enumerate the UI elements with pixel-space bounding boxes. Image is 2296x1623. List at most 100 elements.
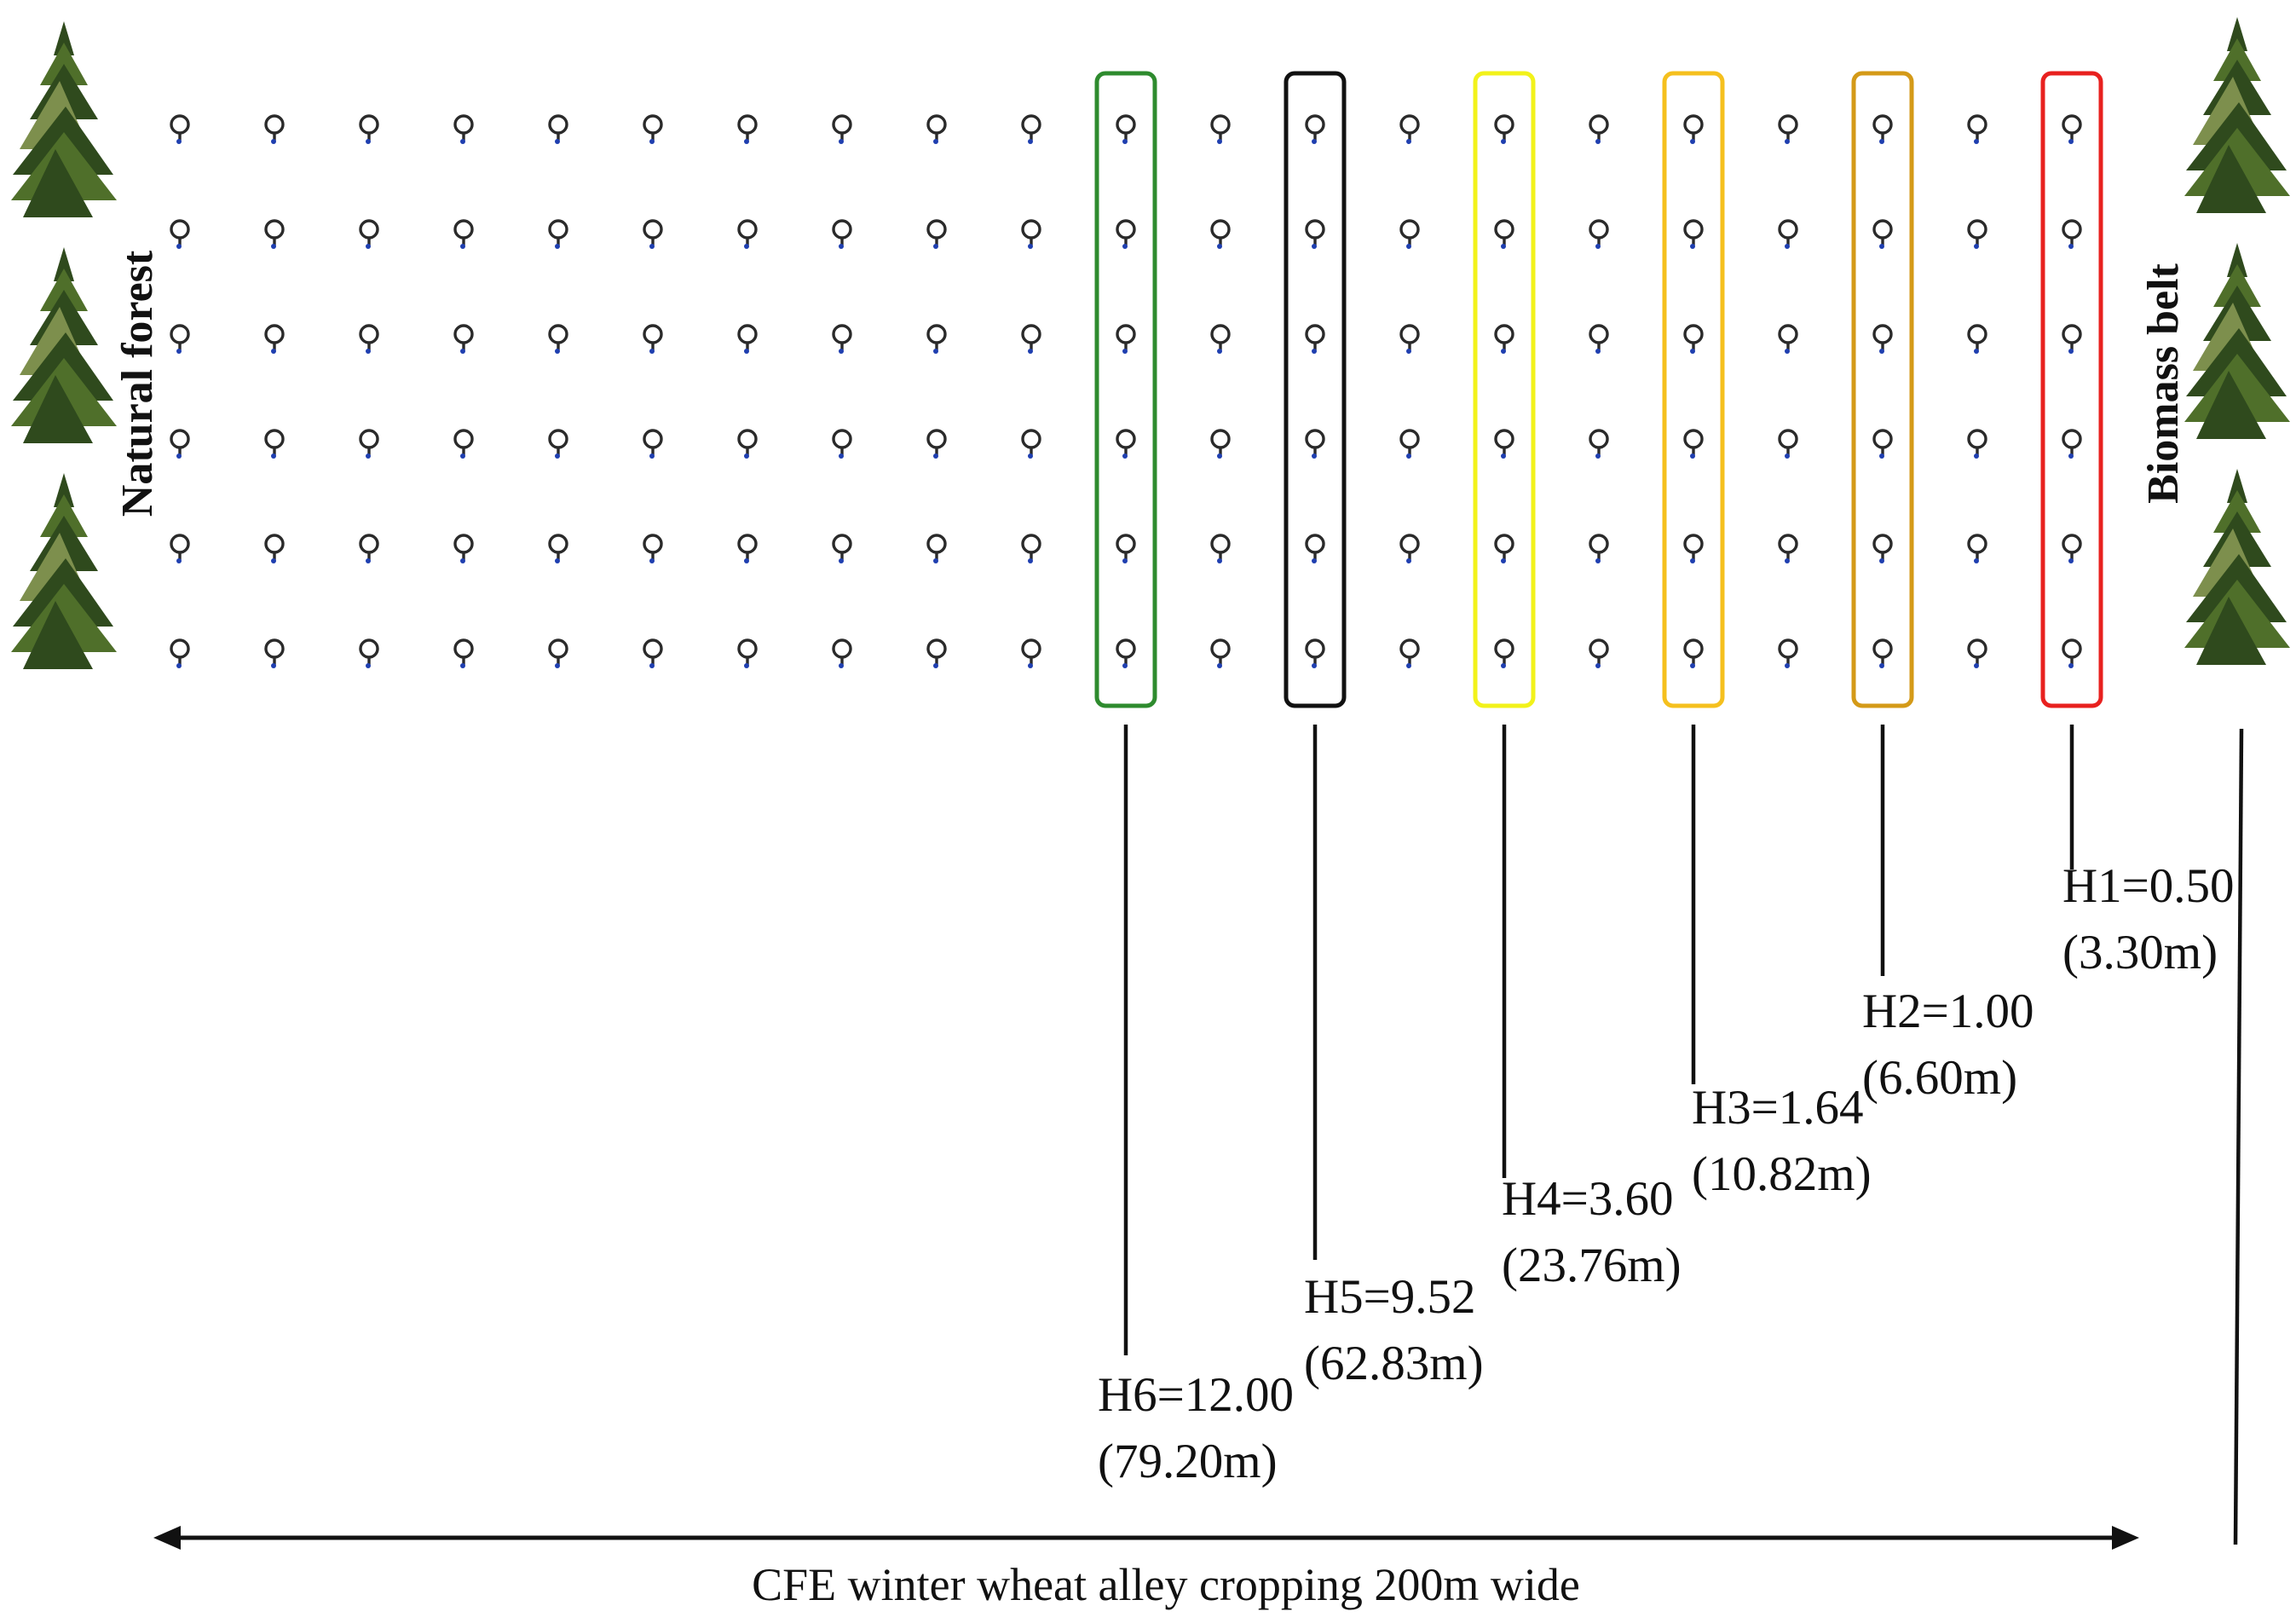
plant-icon	[1494, 219, 1514, 249]
plant-icon	[453, 324, 474, 354]
plant-icon	[1210, 114, 1231, 144]
band-distance-h6: (79.20m)	[1098, 1435, 1278, 1488]
band-distance-h4: (23.76m)	[1502, 1239, 1682, 1292]
plant-icon	[1589, 219, 1609, 249]
plant-icon	[1210, 638, 1231, 668]
plant-icon	[1872, 534, 1893, 563]
plant-icon	[1116, 638, 1136, 668]
plant-icon	[1778, 324, 1798, 354]
biomass-belt-trees	[2184, 17, 2290, 665]
plant-icon	[1305, 638, 1325, 668]
plant-icon	[1967, 324, 1987, 354]
plant-icon	[1399, 219, 1420, 249]
plant-icon	[1778, 638, 1798, 668]
arrow-right-icon	[2112, 1526, 2139, 1550]
plant-icon	[170, 429, 190, 459]
plant-icon	[1021, 638, 1041, 668]
tree-icon	[2184, 243, 2290, 439]
band-box-h3	[1662, 71, 1725, 708]
plant-icon	[170, 324, 190, 354]
plant-icon	[1683, 324, 1704, 354]
plant-icon	[1494, 638, 1514, 668]
biomass-belt-boundary-line	[2233, 728, 2244, 1545]
band-distance-h2: (6.60m)	[1862, 1051, 2017, 1105]
plant-icon	[2062, 638, 2082, 668]
plant-icon	[1305, 429, 1325, 459]
plant-icon	[2062, 114, 2082, 144]
plant-icon	[643, 219, 663, 249]
plant-icon	[264, 638, 285, 668]
plant-icon	[2062, 429, 2082, 459]
plant-icon	[1305, 114, 1325, 144]
plant-icon	[1399, 324, 1420, 354]
band-label-h6: H6=12.00	[1098, 1368, 1294, 1422]
plant-icon	[1494, 429, 1514, 459]
tree-icon	[11, 21, 117, 217]
plant-icon	[737, 534, 758, 563]
plant-icon	[832, 638, 852, 668]
plant-icon	[1116, 219, 1136, 249]
plant-icon	[359, 638, 379, 668]
plant-icon	[832, 324, 852, 354]
plant-icon	[359, 534, 379, 563]
plant-icon	[264, 219, 285, 249]
plant-icon	[1116, 114, 1136, 144]
plant-icon	[548, 114, 568, 144]
plant-icon	[264, 324, 285, 354]
plant-icon	[1210, 219, 1231, 249]
plant-icon	[1399, 638, 1420, 668]
plant-icon	[1872, 219, 1893, 249]
plant-icon	[737, 114, 758, 144]
plant-icon	[359, 324, 379, 354]
plant-icon	[1116, 429, 1136, 459]
plant-icon	[1778, 219, 1798, 249]
plant-icon	[1967, 114, 1987, 144]
plant-icon	[2062, 534, 2082, 563]
plant-icon	[1305, 219, 1325, 249]
plant-icon	[1116, 324, 1136, 354]
plant-icon	[1683, 534, 1704, 563]
plant-icon	[1494, 324, 1514, 354]
tree-icon	[11, 473, 117, 669]
plant-icon	[264, 534, 285, 563]
plant-icon	[737, 429, 758, 459]
plant-icon	[737, 638, 758, 668]
band-distance-h3: (10.82m)	[1692, 1147, 1872, 1201]
band-box-h6	[1094, 71, 1157, 708]
plant-icon	[170, 219, 190, 249]
crop-plant-grid	[170, 114, 2082, 668]
band-label-h5: H5=9.52	[1304, 1270, 1476, 1324]
plant-icon	[643, 114, 663, 144]
plant-icon	[926, 324, 947, 354]
plant-icon	[453, 638, 474, 668]
plant-icon	[832, 534, 852, 563]
band-box-h4	[1473, 71, 1536, 708]
plant-icon	[1778, 114, 1798, 144]
plant-icon	[1399, 114, 1420, 144]
plant-icon	[832, 114, 852, 144]
plant-icon	[1210, 429, 1231, 459]
plant-icon	[1778, 534, 1798, 563]
plant-icon	[1872, 324, 1893, 354]
plant-icon	[1589, 534, 1609, 563]
band-distance-h5: (62.83m)	[1304, 1337, 1484, 1390]
height-bands: H6=12.00(79.20m)H5=9.52(62.83m)H4=3.60(2…	[1094, 71, 2235, 1488]
plant-icon	[548, 638, 568, 668]
plant-icon	[2062, 324, 2082, 354]
band-box-h1	[2040, 71, 2103, 708]
plant-icon	[832, 429, 852, 459]
plant-icon	[1210, 324, 1231, 354]
plant-icon	[453, 534, 474, 563]
natural-forest-label: Natural forest	[113, 250, 162, 517]
plant-icon	[453, 429, 474, 459]
plant-icon	[1589, 114, 1609, 144]
band-label-h3: H3=1.64	[1692, 1081, 1864, 1135]
natural-forest-trees	[11, 21, 117, 669]
width-arrow	[153, 1526, 2139, 1550]
tree-icon	[11, 247, 117, 443]
plant-icon	[1305, 534, 1325, 563]
plant-icon	[1967, 219, 1987, 249]
plant-icon	[1683, 429, 1704, 459]
tree-icon	[2184, 17, 2290, 213]
plant-icon	[359, 429, 379, 459]
